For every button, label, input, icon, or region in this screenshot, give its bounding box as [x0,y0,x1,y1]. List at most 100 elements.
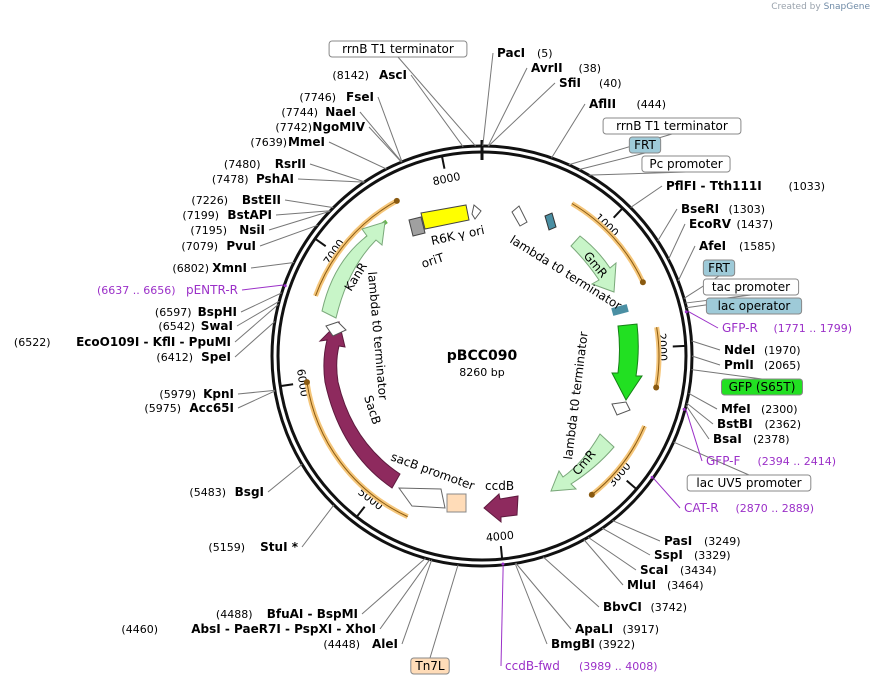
enzyme-label[interactable]: PmlI(2065) [724,358,801,372]
leader-line [275,210,331,216]
enzyme-label[interactable]: EcoO109I - KflI - PpuMI(6522) [14,335,231,349]
enzyme-label[interactable]: StuI *(5159) [208,540,298,554]
enzyme-position: (5159) [208,541,245,554]
enzyme-label[interactable]: XmnI(6802) [172,261,247,275]
leader-line [259,224,318,247]
plasmid-name: pBCC090 [447,348,518,364]
enzyme-position: (38) [579,62,602,75]
feature-callout[interactable]: GFP (S65T) [721,378,803,396]
feature-callout[interactable]: lac operator [705,297,803,315]
sacb-arrow[interactable] [318,321,401,489]
leader-line [588,171,687,176]
enzyme-name: PshAI [256,172,294,186]
enzyme-position: (40) [599,77,622,90]
frt-small-marker [544,212,557,231]
enzyme-label[interactable]: AbsI - PaeR7I - PspXI - XhoI(4460) [121,622,376,636]
enzyme-label[interactable]: PacI(5) [497,46,553,60]
enzyme-label[interactable]: EcoRV(1437) [689,217,773,231]
enzyme-label[interactable]: BseRI(1303) [681,202,765,216]
enzyme-position: (2362) [765,418,802,431]
enzyme-label[interactable]: BspHI(6597) [155,305,237,319]
enzyme-label[interactable]: MmeI(7639) [250,135,325,149]
enzyme-position: (3922) [599,638,636,651]
feature-callout[interactable]: lac UV5 promoter [686,474,812,492]
enzyme-label[interactable]: SpeI(6412) [156,350,231,364]
feature-callout[interactable]: rrnB T1 terminator [602,117,742,135]
enzyme-label[interactable]: AvrII(38) [531,61,601,75]
gfp-arrow[interactable] [611,323,643,401]
enzyme-label[interactable]: SspI(3329) [654,548,731,562]
orit-box[interactable] [408,216,426,237]
enzyme-name: BmgBI [551,637,595,651]
enzyme-label[interactable]: PvuI(7079) [181,239,256,253]
enzyme-label[interactable]: NdeI(1970) [724,343,801,357]
enzyme-label[interactable]: BstEII(7226) [191,193,281,207]
lac-operator-marker [611,304,629,316]
enzyme-label[interactable]: AflII(444) [589,97,666,111]
leader-line [429,564,459,659]
enzyme-name: SwaI [201,319,233,333]
primer-label[interactable]: pENTR-R(6637 .. 6656) [97,283,238,297]
credit-prefix: Created by [771,2,821,12]
enzyme-label[interactable]: BsaI(2378) [713,432,790,446]
feature-callout[interactable]: tac promoter [702,278,800,296]
gmr-arrow[interactable] [570,235,617,293]
enzyme-label[interactable]: PflFI - Tth111I(1033) [666,179,825,193]
scale-tick [626,479,638,490]
ccdb-arrow[interactable] [483,493,519,524]
leader-line [297,178,365,183]
enzyme-label[interactable]: NsiI(7195) [190,223,265,237]
primer-label[interactable]: GFP-R(1771 .. 1799) [722,321,852,335]
enzyme-label[interactable]: NaeI(7744) [281,105,356,119]
enzyme-label[interactable]: NgoMIV(7742) [275,120,365,134]
orf-arc-head [639,279,646,286]
enzyme-label[interactable]: SfiI(40) [559,76,622,90]
kanr-arrow[interactable] [321,221,386,319]
enzyme-label[interactable]: PasI(3249) [664,534,741,548]
leader-line [686,402,714,425]
enzyme-label[interactable]: BsgI(5483) [189,485,264,499]
enzyme-label[interactable]: BstAPI(7199) [182,208,272,222]
enzyme-label[interactable]: Acc65I(5975) [144,401,234,415]
enzyme-label[interactable]: AfeI(1585) [699,239,776,253]
feature-callout[interactable]: Tn7L [410,657,450,675]
primer-leader [685,409,703,462]
enzyme-label[interactable]: ScaI(3434) [640,563,717,577]
enzyme-label[interactable]: PshAI(7478) [212,172,294,186]
enzyme-position: (3464) [667,579,704,592]
credit-text: Created by SnapGene [771,2,870,12]
primer-label[interactable]: ccdB-fwd(3989 .. 4008) [505,659,658,673]
enzyme-position: (2300) [761,403,798,416]
enzyme-position: (3742) [651,601,688,614]
enzyme-label[interactable]: SwaI(6542) [158,319,233,333]
leader-line [691,355,721,366]
cmr-arrow[interactable] [550,433,615,492]
scale-tick [499,545,504,560]
enzyme-label[interactable]: BbvCI(3742) [603,600,687,614]
leader-line [685,405,710,440]
feature-callout[interactable]: rrnB T1 terminator [328,40,468,58]
enzyme-label[interactable]: KpnI(5979) [159,387,234,401]
enzyme-label[interactable]: AleI(4448) [323,637,398,651]
gfp-small-arrow [611,401,631,416]
feature-callout[interactable]: Pc promoter [641,155,731,173]
enzyme-label[interactable]: BstBI(2362) [717,417,801,431]
enzyme-label[interactable]: AscI(8142) [332,68,407,82]
sacb-promoter-arrow[interactable] [398,487,446,509]
primer-label[interactable]: GFP-F(2394 .. 2414) [706,454,836,468]
enzyme-label[interactable]: RsrII(7480) [224,157,306,171]
enzyme-label[interactable]: MluI(3464) [627,578,704,592]
feature-callout[interactable]: FRT [628,136,662,154]
enzyme-name: AfeI [699,239,726,253]
enzyme-label[interactable]: ApaLI(3917) [575,622,659,636]
primer-marker [650,475,654,479]
enzyme-label[interactable]: BmgBI (3922) [551,637,635,651]
orf-arc-head [588,491,595,498]
enzyme-label[interactable]: MfeI(2300) [721,402,798,416]
feature-callout[interactable]: FRT [702,259,736,277]
enzyme-label[interactable]: FseI(7746) [299,90,374,104]
primer-label[interactable]: CAT-R(2870 .. 2889) [684,501,814,515]
r6k-ori-box[interactable] [420,204,470,230]
enzyme-label[interactable]: BfuAI - BspMI(4488) [216,607,358,621]
enzyme-position: (4488) [216,608,253,621]
